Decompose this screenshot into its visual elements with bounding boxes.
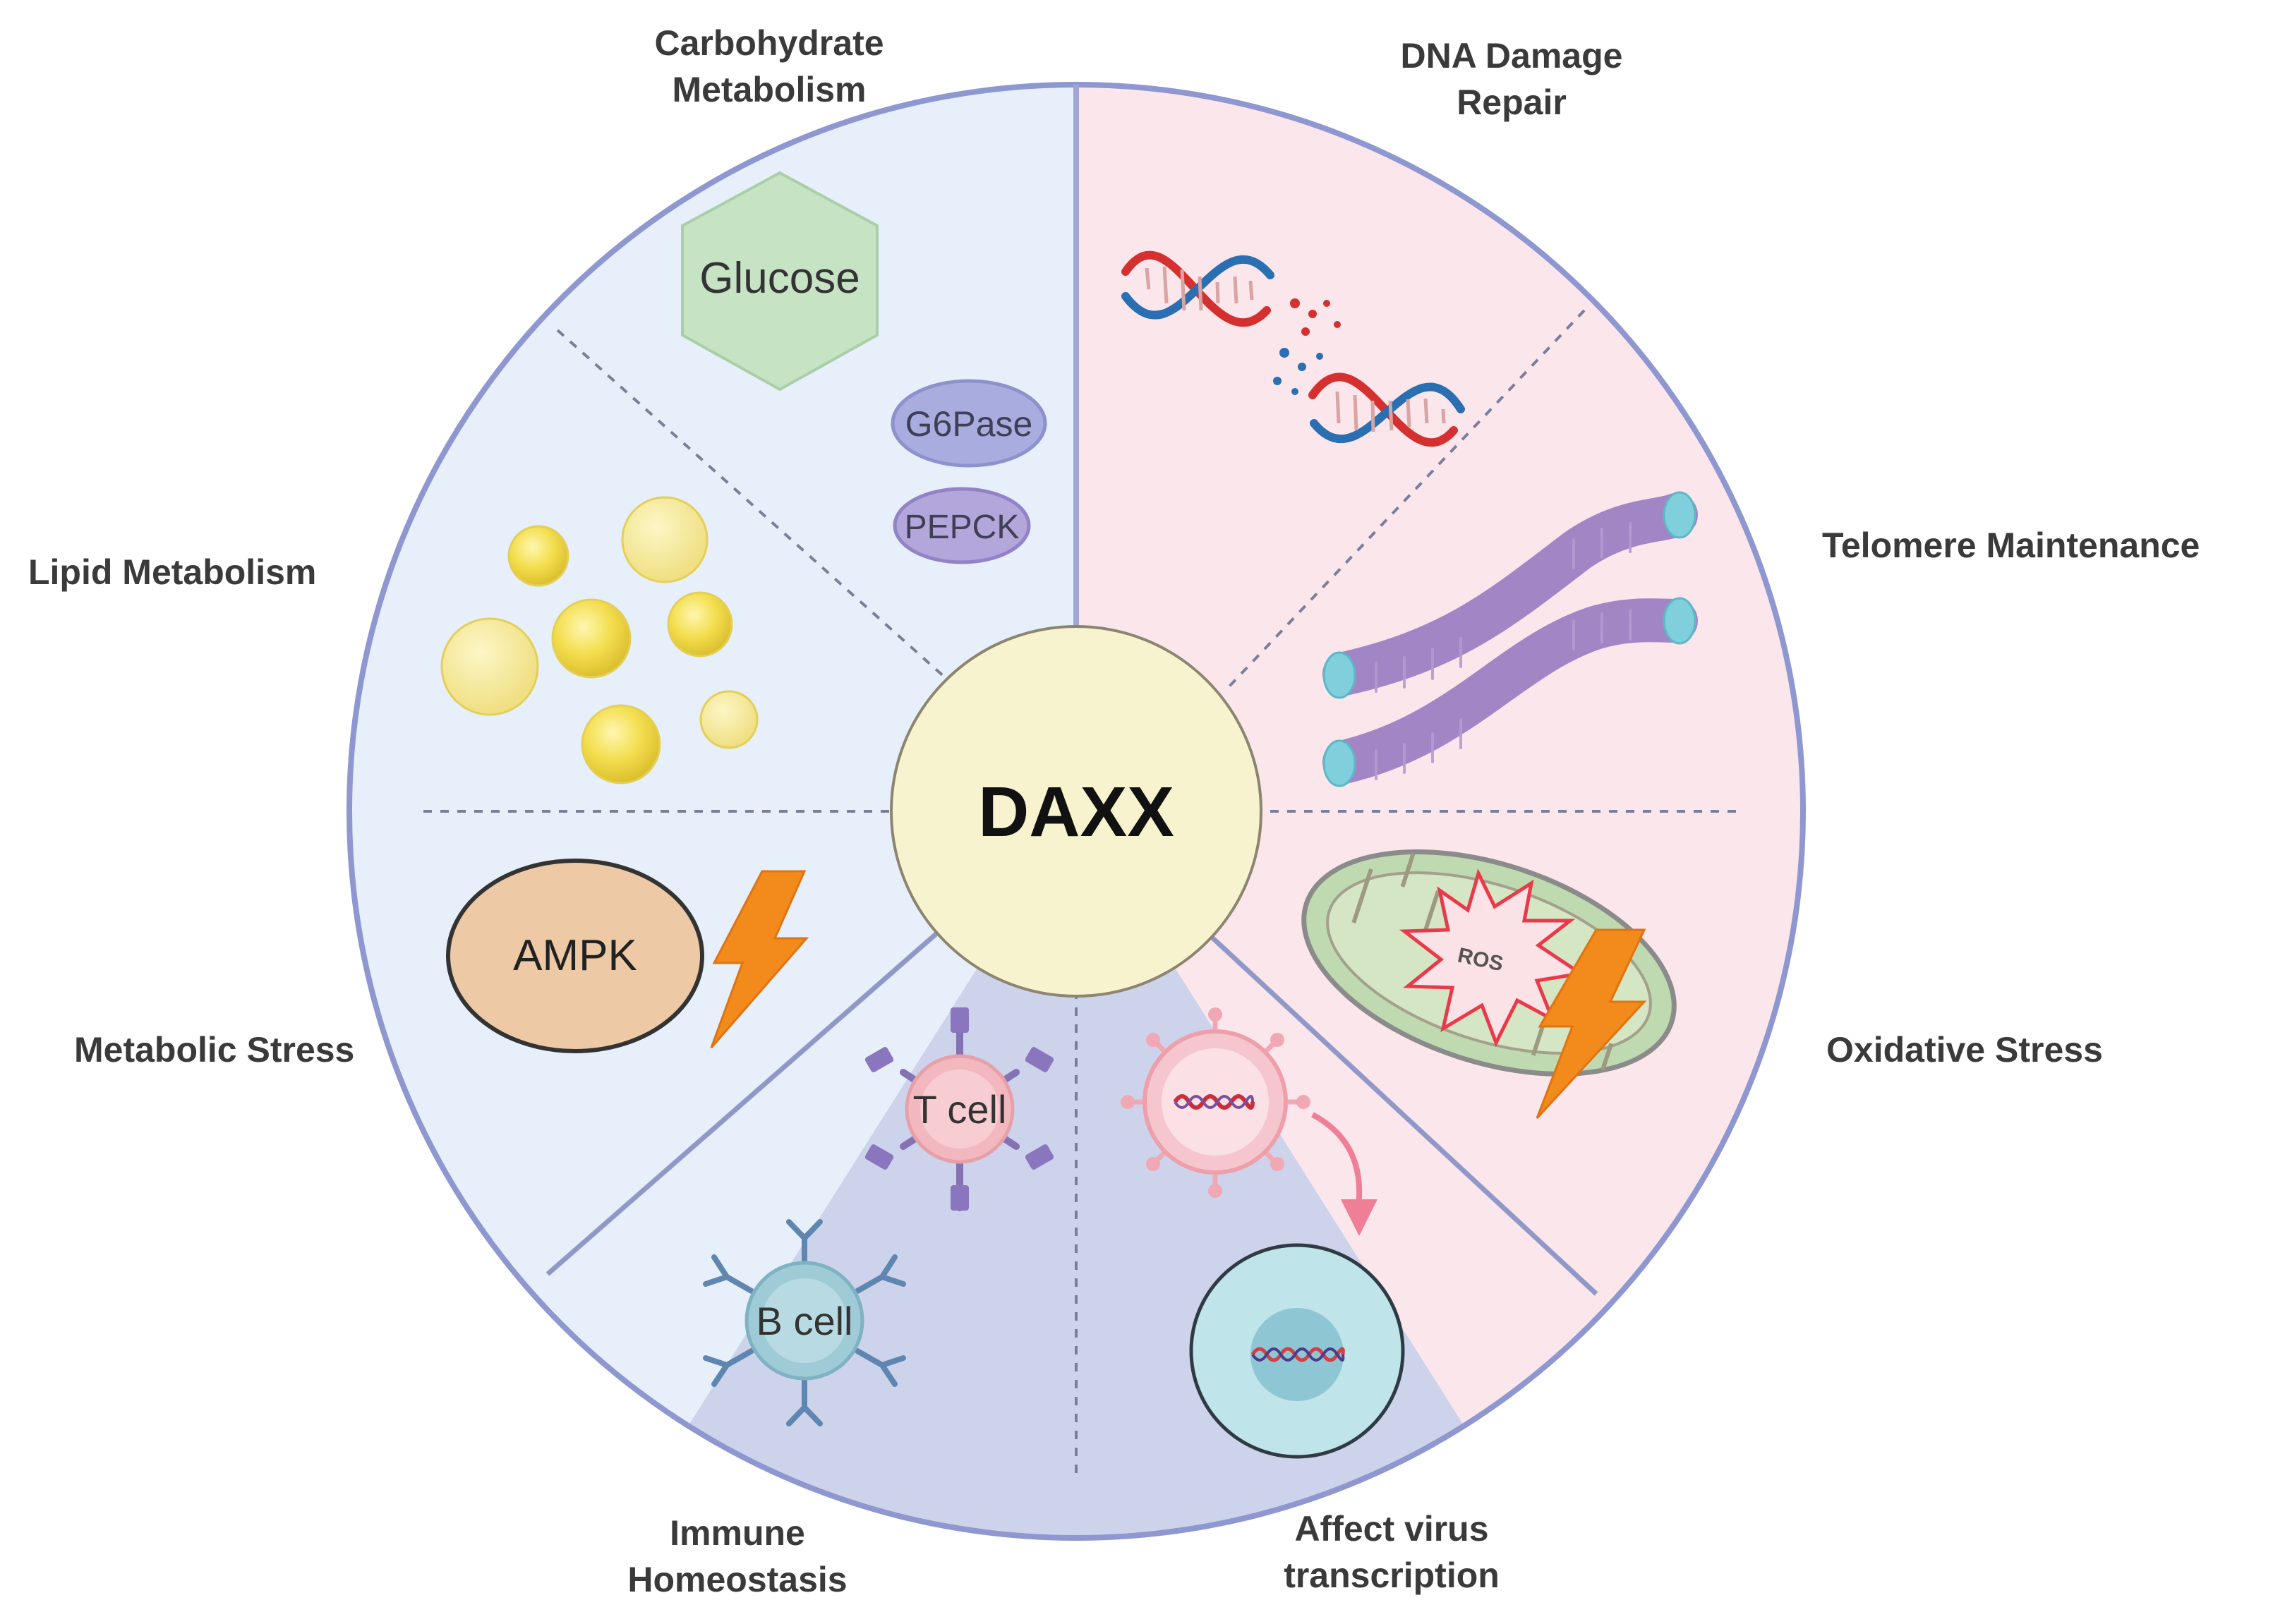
glucose-label: Glucose xyxy=(699,254,860,303)
ampk-icon: AMPK xyxy=(446,859,704,1053)
lipid-droplets-icon xyxy=(440,496,759,784)
g6pase-icon: G6Pase xyxy=(891,379,1047,468)
lightning-icon xyxy=(710,870,809,1048)
glucose-icon: Glucose xyxy=(681,171,879,392)
pepck-icon: PEPCK xyxy=(893,487,1031,564)
affect-virus-transcription-label: Affect virus transcription xyxy=(1284,1505,1500,1599)
lipid-metabolism-label: Lipid Metabolism xyxy=(28,552,317,592)
g6pase-label: G6Pase xyxy=(905,404,1033,444)
chromosome-icon xyxy=(1322,491,1698,787)
host-cell-icon xyxy=(1189,1243,1405,1459)
virus-label-line-2: transcription xyxy=(1284,1556,1500,1595)
ampk-label: AMPK xyxy=(513,931,637,980)
daxx-center: DAXX xyxy=(890,625,1262,998)
telomere-maintenance-label: Telomere Maintenance xyxy=(1822,526,2200,565)
virus-label-line-1: Affect virus xyxy=(1294,1509,1489,1549)
dna-damage-repair-label: DNA Damage Repair xyxy=(1401,32,1623,126)
t-cell-icon: T cell xyxy=(864,1007,1054,1211)
immune-label-line-1: Immune xyxy=(670,1513,805,1553)
pepck-label: PEPCK xyxy=(905,509,1020,546)
dashed-dividers xyxy=(423,309,1743,1474)
dna-damage-icon xyxy=(1121,250,1465,447)
infection-arrow-icon xyxy=(1311,1112,1363,1207)
b-cell-label: B cell xyxy=(756,1299,853,1343)
ros-burst-icon xyxy=(1399,868,1586,1048)
b-cell-icon: B cell xyxy=(703,1219,906,1426)
t-cell-label: T cell xyxy=(913,1087,1007,1132)
oxidative-stress-label: Oxidative Stress xyxy=(1826,1030,2103,1069)
metabolic-stress-label: Metabolic Stress xyxy=(74,1030,355,1069)
left-sector xyxy=(349,85,1076,1538)
immune-homeostasis-label: Immune Homeostasis xyxy=(627,1510,847,1603)
dna-repair-label-line-1: DNA Damage xyxy=(1400,36,1623,75)
carbohydrate-metabolism-label: Carbohydrate Metabolism xyxy=(654,20,884,113)
dna-repair-label-line-2: Repair xyxy=(1457,83,1567,122)
infection-arrowhead-icon xyxy=(1341,1199,1377,1236)
lightning-icon-2 xyxy=(1536,928,1647,1120)
carbohydrate-label-line-1: Carbohydrate xyxy=(654,23,884,63)
carbohydrate-label-line-2: Metabolism xyxy=(672,70,867,109)
daxx-label: DAXX xyxy=(978,772,1174,852)
immune-label-line-2: Homeostasis xyxy=(627,1560,848,1599)
virus-icon xyxy=(1121,1007,1310,1198)
